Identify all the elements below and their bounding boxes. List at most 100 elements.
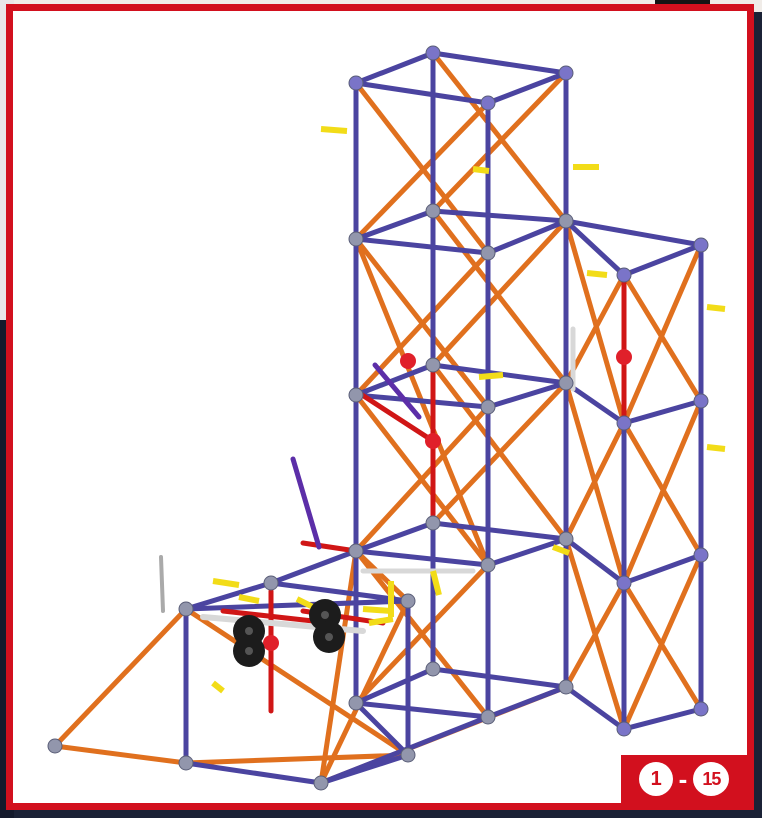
blue-rod: [563, 536, 627, 586]
blue-rod: [621, 552, 704, 586]
connector: [616, 267, 632, 283]
yellow-connector: [362, 606, 392, 614]
blue-rod: [183, 760, 324, 786]
orange-rod: [563, 218, 627, 426]
step-separator: -: [678, 764, 688, 794]
blue-rod: [353, 666, 436, 706]
orange-rod: [318, 548, 359, 786]
knex-model-illustration: [47, 45, 726, 791]
yellow-connector: [472, 166, 490, 174]
yellow-connector: [368, 616, 394, 626]
connector: [480, 557, 496, 573]
instruction-frame: 1 - 15: [6, 4, 754, 810]
connector: [178, 601, 194, 617]
connector: [558, 213, 574, 229]
blue-rod: [563, 380, 627, 426]
connector: [400, 747, 416, 763]
blue-rod: [485, 536, 569, 568]
gray-rod: [159, 555, 165, 613]
blue-rod: [353, 362, 436, 398]
red-rod: [353, 388, 436, 444]
blue-rod: [621, 706, 704, 732]
orange-rod: [353, 548, 411, 604]
connector: [693, 393, 709, 409]
orange-rod: [430, 208, 569, 386]
connector: [693, 701, 709, 717]
connector: [425, 45, 441, 61]
connector: [400, 593, 416, 609]
orange-rod: [353, 562, 491, 706]
blue-rod: [430, 520, 569, 542]
connector: [47, 738, 63, 754]
yellow-connector: [238, 594, 260, 604]
blue-rod: [353, 548, 491, 568]
orange-rod: [563, 272, 627, 386]
red-rod: [300, 540, 359, 554]
blue-rod: [353, 700, 491, 720]
orange-rod: [430, 50, 569, 224]
blue-rod: [353, 700, 411, 758]
yellow-connector: [211, 680, 225, 694]
step-badge: 1 - 15: [621, 755, 747, 803]
wheel-hub: [245, 647, 253, 655]
blue-rod: [268, 548, 359, 586]
blue-rod: [430, 208, 569, 224]
connector: [480, 95, 496, 111]
blue-rod: [563, 218, 627, 278]
blue-rod: [621, 242, 704, 278]
yellow-connector: [295, 596, 315, 610]
orange-rod: [52, 743, 189, 766]
connector: [558, 531, 574, 547]
connector: [425, 661, 441, 677]
yellow-connector: [212, 578, 240, 588]
orange-rod: [430, 380, 569, 526]
orange-rod: [52, 606, 189, 749]
connector: [558, 679, 574, 695]
connector: [693, 237, 709, 253]
red-connector: [616, 349, 632, 365]
connector: [425, 357, 441, 373]
blue-rod: [563, 218, 704, 248]
yellow-connector: [586, 270, 608, 278]
blue-rod: [183, 598, 411, 612]
orange-rod: [621, 420, 704, 558]
red-connector: [400, 353, 416, 369]
yellow-connector: [706, 444, 726, 452]
yellow-connectors: [211, 126, 726, 694]
orange-rod: [430, 218, 569, 368]
orange-rod: [353, 100, 491, 242]
blue-rod: [430, 666, 569, 690]
wheels: [233, 599, 345, 667]
yellow-connector: [706, 304, 726, 312]
connector: [348, 231, 364, 247]
purple-arrow-rod: [290, 456, 322, 550]
connector: [425, 203, 441, 219]
connector: [348, 387, 364, 403]
connector: [425, 515, 441, 531]
yellow-connector: [430, 570, 442, 596]
blue-rod: [621, 398, 704, 426]
blue-rod: [268, 580, 411, 604]
blue-rod: [353, 236, 491, 256]
yellow-connector: [320, 126, 348, 134]
blue-rod: [353, 80, 491, 106]
blue-rod: [183, 580, 274, 612]
connectors: [47, 45, 709, 791]
blue-rod: [485, 380, 569, 410]
blue-rod: [353, 392, 491, 410]
connector: [348, 695, 364, 711]
blue-rod: [563, 684, 627, 732]
blue-rod: [485, 684, 569, 720]
connector: [178, 755, 194, 771]
connector: [480, 709, 496, 725]
red-rod: [220, 608, 316, 624]
orange-rod: [353, 404, 491, 554]
red-connector: [425, 433, 441, 449]
orange-rod: [563, 580, 627, 690]
blue-rods: [183, 50, 704, 786]
connector: [693, 547, 709, 563]
orange-rod: [563, 420, 627, 542]
wheel-hub: [245, 627, 253, 635]
yellow-connector: [478, 372, 504, 380]
